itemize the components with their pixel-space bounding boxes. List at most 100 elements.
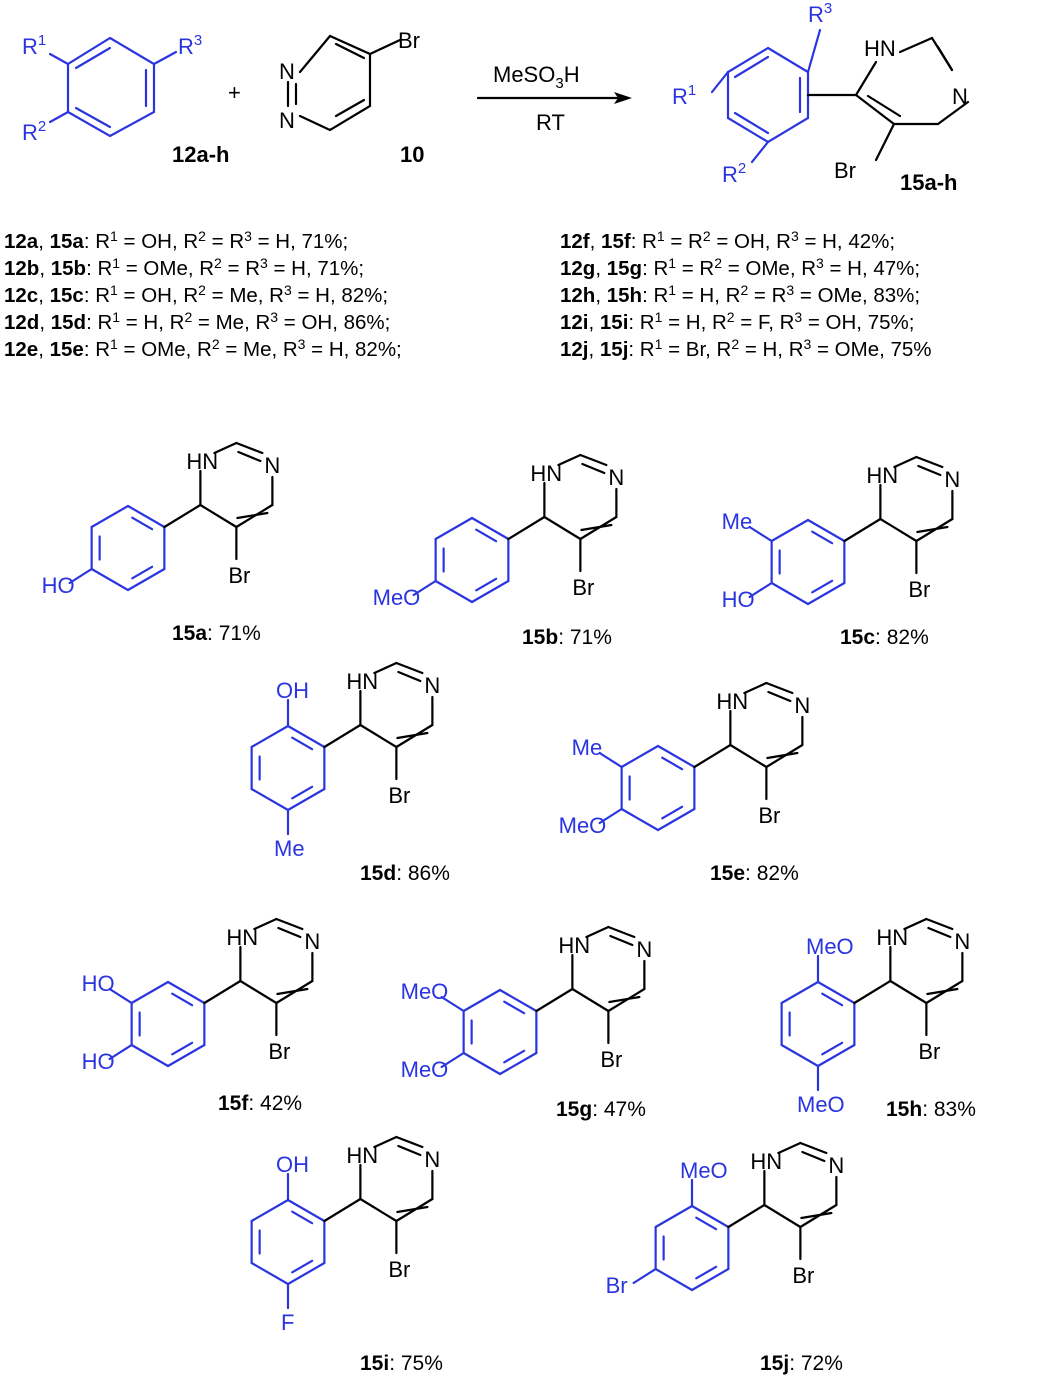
condition-line-12g: 12g, 15g: R1 = R2 = OMe, R3 = H, 47%;	[560, 255, 921, 280]
yield-label-15a: 15a: 71%	[172, 622, 261, 645]
product-15a: HN N Br HO 15a: 71%	[42, 441, 280, 645]
substituent-oh: OH	[276, 1152, 309, 1177]
n-atom: N	[794, 693, 810, 718]
condition-label: RT	[536, 110, 565, 135]
condition-line-12f: 12f, 15f: R1 = R2 = OH, R3 = H, 42%;	[560, 228, 896, 253]
substituent-ho: HO	[722, 587, 755, 612]
reactant1-label: 12a-h	[172, 142, 229, 167]
substituent-meo: MeO	[806, 934, 854, 959]
substituent-me: Me	[274, 836, 305, 861]
br-atom: Br	[918, 1039, 940, 1064]
n-atom: N	[279, 108, 295, 133]
condition-line-12e: 12e, 15e: R1 = OMe, R2 = Me, R3 = H, 82%…	[4, 336, 402, 361]
reactant-12-structure: R1 R3 R2	[22, 32, 202, 145]
plus-sign: +	[228, 80, 241, 105]
br-atom: Br	[388, 1257, 410, 1282]
yield-label-15g: 15g: 47%	[556, 1098, 646, 1121]
r3-label: R3	[178, 32, 202, 59]
n-atom: N	[944, 467, 960, 492]
reactant-10-structure: N N Br	[279, 28, 420, 133]
substituent-ho: HO	[82, 1049, 115, 1074]
hn-atom: HN	[226, 925, 258, 950]
hn-atom: HN	[530, 461, 562, 486]
product-15-structure: HN N Br R3 R1 R2	[672, 0, 970, 187]
n-atom: N	[304, 929, 320, 954]
yield-label-15f: 15f: 42%	[218, 1092, 302, 1115]
condition-line-12j: 12j, 15j: R1 = Br, R2 = H, R3 = OMe, 75%	[560, 336, 932, 361]
substituent-me: Me	[572, 735, 603, 760]
br-atom: Br	[834, 158, 856, 183]
hn-atom: HN	[864, 36, 896, 61]
product-15d: HN N Br OH Me 15d: 86%	[250, 661, 450, 885]
reaction-arrow	[476, 92, 632, 104]
hn-atom: HN	[186, 449, 218, 474]
condition-line-12h: 12h, 15h: R1 = H, R2 = R3 = OMe, 83%;	[560, 282, 921, 307]
yield-label-15i: 15i: 75%	[360, 1352, 443, 1375]
condition-line-12c: 12c, 15c: R1 = OH, R2 = Me, R3 = H, 82%;	[4, 282, 389, 307]
yield-label-15d: 15d: 86%	[360, 862, 450, 885]
yield-label-15b: 15b: 71%	[522, 626, 612, 649]
hn-atom: HN	[876, 925, 908, 950]
substituent-ho: HO	[82, 971, 115, 996]
product-15b: HN N Br MeO 15b: 71%	[373, 453, 624, 649]
condition-line-12b: 12b, 15b: R1 = OMe, R2 = R3 = H, 71%;	[4, 255, 365, 280]
n-atom: N	[264, 453, 280, 478]
br-atom: Br	[600, 1047, 622, 1072]
product-15j: HN N Br MeO Br 15j: 72%	[606, 1141, 844, 1375]
substituent-meo: MeO	[401, 1057, 449, 1082]
condition-line-12a: 12a, 15a: R1 = OH, R2 = R3 = H, 71%;	[4, 228, 349, 253]
substituent-oh: OH	[276, 678, 309, 703]
substituent-meo: MeO	[680, 1158, 728, 1183]
r2-label: R2	[22, 118, 46, 145]
hn-atom: HN	[866, 463, 898, 488]
product-15i: HN N Br OH F 15i: 75%	[250, 1135, 443, 1375]
br-atom: Br	[792, 1263, 814, 1288]
yield-label-15h: 15h: 83%	[886, 1098, 976, 1121]
n-atom: N	[608, 465, 624, 490]
reactant2-label: 10	[400, 142, 424, 167]
br-atom: Br	[398, 28, 420, 53]
r3-label: R3	[808, 0, 832, 27]
hn-atom: HN	[750, 1149, 782, 1174]
product-15f: HN N Br HO HO 15f: 42%	[82, 917, 320, 1115]
substituent-meo: MeO	[401, 979, 449, 1004]
r2-label: R2	[722, 160, 746, 187]
br-atom: Br	[908, 577, 930, 602]
r1-label: R1	[672, 82, 696, 109]
substituent-f: F	[281, 1310, 294, 1335]
n-atom: N	[828, 1153, 844, 1178]
n-atom: N	[952, 84, 968, 109]
hn-atom: HN	[346, 1143, 378, 1168]
yield-label-15e: 15e: 82%	[710, 862, 799, 885]
n-atom: N	[954, 929, 970, 954]
substituent-meo: MeO	[559, 813, 607, 838]
n-atom: N	[636, 937, 652, 962]
substituent-meo: MeO	[373, 585, 421, 610]
br-atom: Br	[228, 563, 250, 588]
br-atom: Br	[388, 783, 410, 808]
substituent-me: Me	[722, 509, 753, 534]
br-atom: Br	[572, 575, 594, 600]
product-label: 15a-h	[900, 170, 957, 195]
substituent-meo: MeO	[797, 1092, 845, 1117]
br-atom: Br	[268, 1039, 290, 1064]
n-atom: N	[424, 673, 440, 698]
r1-label: R1	[22, 32, 46, 59]
yield-label-15c: 15c: 82%	[840, 626, 929, 649]
substituent-ho: HO	[42, 573, 75, 598]
yield-label-15j: 15j: 72%	[760, 1352, 843, 1375]
n-atom: N	[424, 1147, 440, 1172]
substituent-br: Br	[606, 1273, 628, 1298]
condition-line-12i: 12i, 15i: R1 = H, R2 = F, R3 = OH, 75%;	[560, 309, 915, 334]
hn-atom: HN	[716, 689, 748, 714]
n-atom: N	[279, 59, 295, 84]
br-atom: Br	[758, 803, 780, 828]
reagent-label: MeSO3H	[493, 62, 580, 92]
hn-atom: HN	[346, 669, 378, 694]
